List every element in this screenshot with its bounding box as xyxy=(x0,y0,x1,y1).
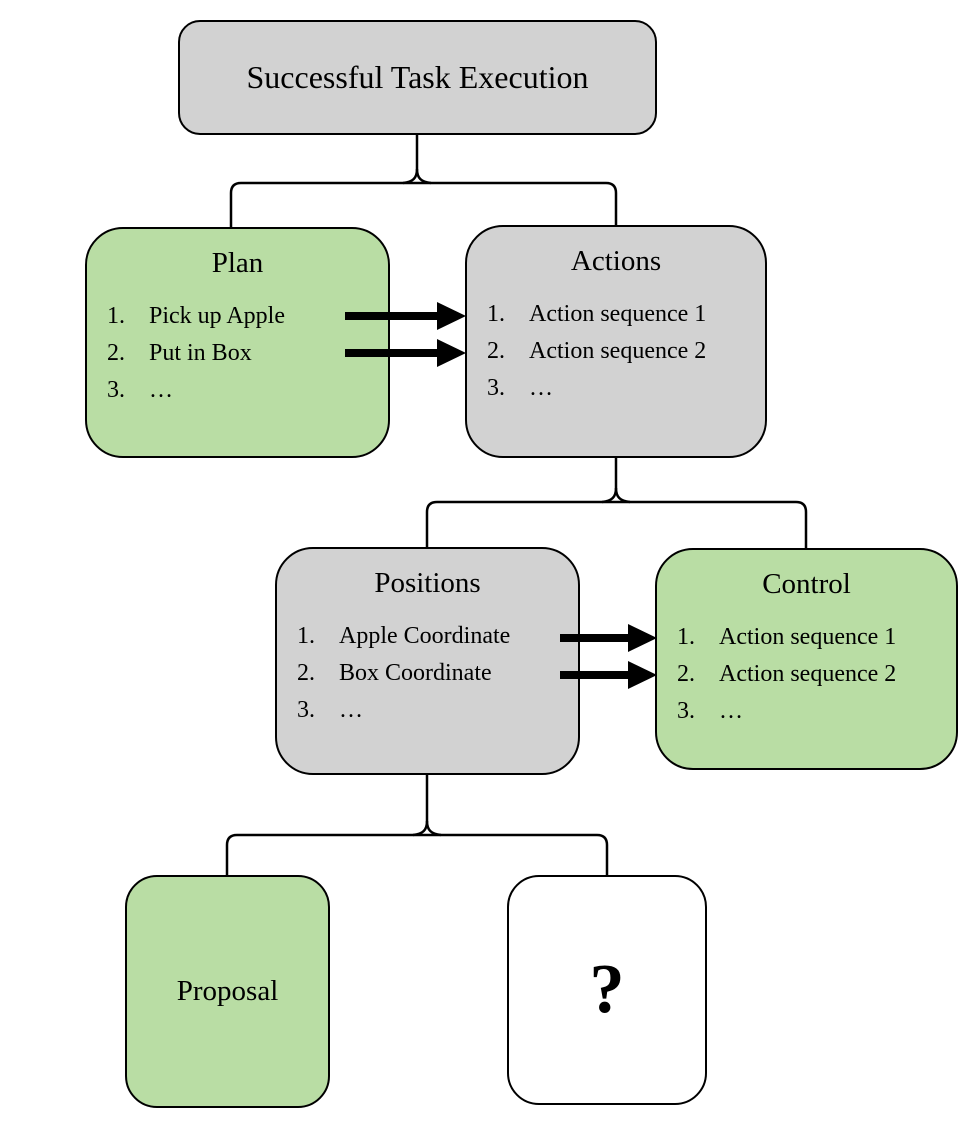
tree-connector-root xyxy=(229,135,618,227)
list-item: 2. Put in Box xyxy=(87,335,388,372)
positions-list: 1. Apple Coordinate 2. Box Coordinate 3.… xyxy=(277,618,578,729)
list-number: 1. xyxy=(677,624,695,650)
node-title: Actions xyxy=(570,245,662,277)
list-number: 1. xyxy=(107,303,125,329)
list-item: 3. … xyxy=(87,372,388,409)
node-label: Successful Task Execution xyxy=(246,59,589,95)
list-number: 3. xyxy=(487,375,505,401)
node-actions: Actions 1. Action sequence 1 2. Action s… xyxy=(465,225,767,458)
actions-list: 1. Action sequence 1 2. Action sequence … xyxy=(467,296,765,407)
list-text: Box Coordinate xyxy=(339,660,492,686)
node-title: Positions xyxy=(374,567,481,599)
list-number: 3. xyxy=(677,698,695,724)
node-control: Control 1. Action sequence 1 2. Action s… xyxy=(655,548,958,770)
list-text: Action sequence 1 xyxy=(719,624,897,650)
tree-connector-positions xyxy=(225,775,609,875)
list-item: 3. … xyxy=(467,370,765,407)
list-item: 3. … xyxy=(657,693,956,730)
node-title: Plan xyxy=(211,247,264,279)
list-number: 3. xyxy=(297,697,315,723)
list-text: … xyxy=(339,697,363,723)
list-text: Pick up Apple xyxy=(149,303,285,329)
node-title: Control xyxy=(762,568,851,600)
list-text: Apple Coordinate xyxy=(339,623,511,649)
node-label: Proposal xyxy=(176,975,279,1007)
list-text: Action sequence 2 xyxy=(719,661,897,687)
list-number: 1. xyxy=(297,623,315,649)
question-mark-label: ? xyxy=(589,951,625,1028)
list-text: Action sequence 1 xyxy=(529,301,707,327)
list-number: 3. xyxy=(107,377,125,403)
list-number: 2. xyxy=(677,661,695,687)
node-question-mark: ? xyxy=(507,875,707,1105)
list-text: … xyxy=(149,377,173,403)
list-item: 2. Action sequence 2 xyxy=(467,333,765,370)
node-proposal: Proposal xyxy=(125,875,330,1108)
list-text: … xyxy=(529,375,553,401)
control-list: 1. Action sequence 1 2. Action sequence … xyxy=(657,619,956,730)
list-item: 2. Box Coordinate xyxy=(277,655,578,692)
node-positions: Positions 1. Apple Coordinate 2. Box Coo… xyxy=(275,547,580,775)
list-item: 1. Pick up Apple xyxy=(87,298,388,335)
list-text: Action sequence 2 xyxy=(529,338,707,364)
list-item: 2. Action sequence 2 xyxy=(657,656,956,693)
list-number: 2. xyxy=(107,340,125,366)
list-number: 2. xyxy=(297,660,315,686)
plan-list: 1. Pick up Apple 2. Put in Box 3. … xyxy=(87,298,388,409)
list-item: 3. … xyxy=(277,692,578,729)
list-text: … xyxy=(719,698,743,724)
list-number: 2. xyxy=(487,338,505,364)
list-item: 1. Action sequence 1 xyxy=(657,619,956,656)
list-item: 1. Apple Coordinate xyxy=(277,618,578,655)
list-number: 1. xyxy=(487,301,505,327)
tree-connector-actions xyxy=(425,458,808,548)
list-item: 1. Action sequence 1 xyxy=(467,296,765,333)
node-plan: Plan 1. Pick up Apple 2. Put in Box 3. … xyxy=(85,227,390,458)
list-text: Put in Box xyxy=(149,340,252,366)
node-successful-task-execution: Successful Task Execution xyxy=(178,20,657,135)
